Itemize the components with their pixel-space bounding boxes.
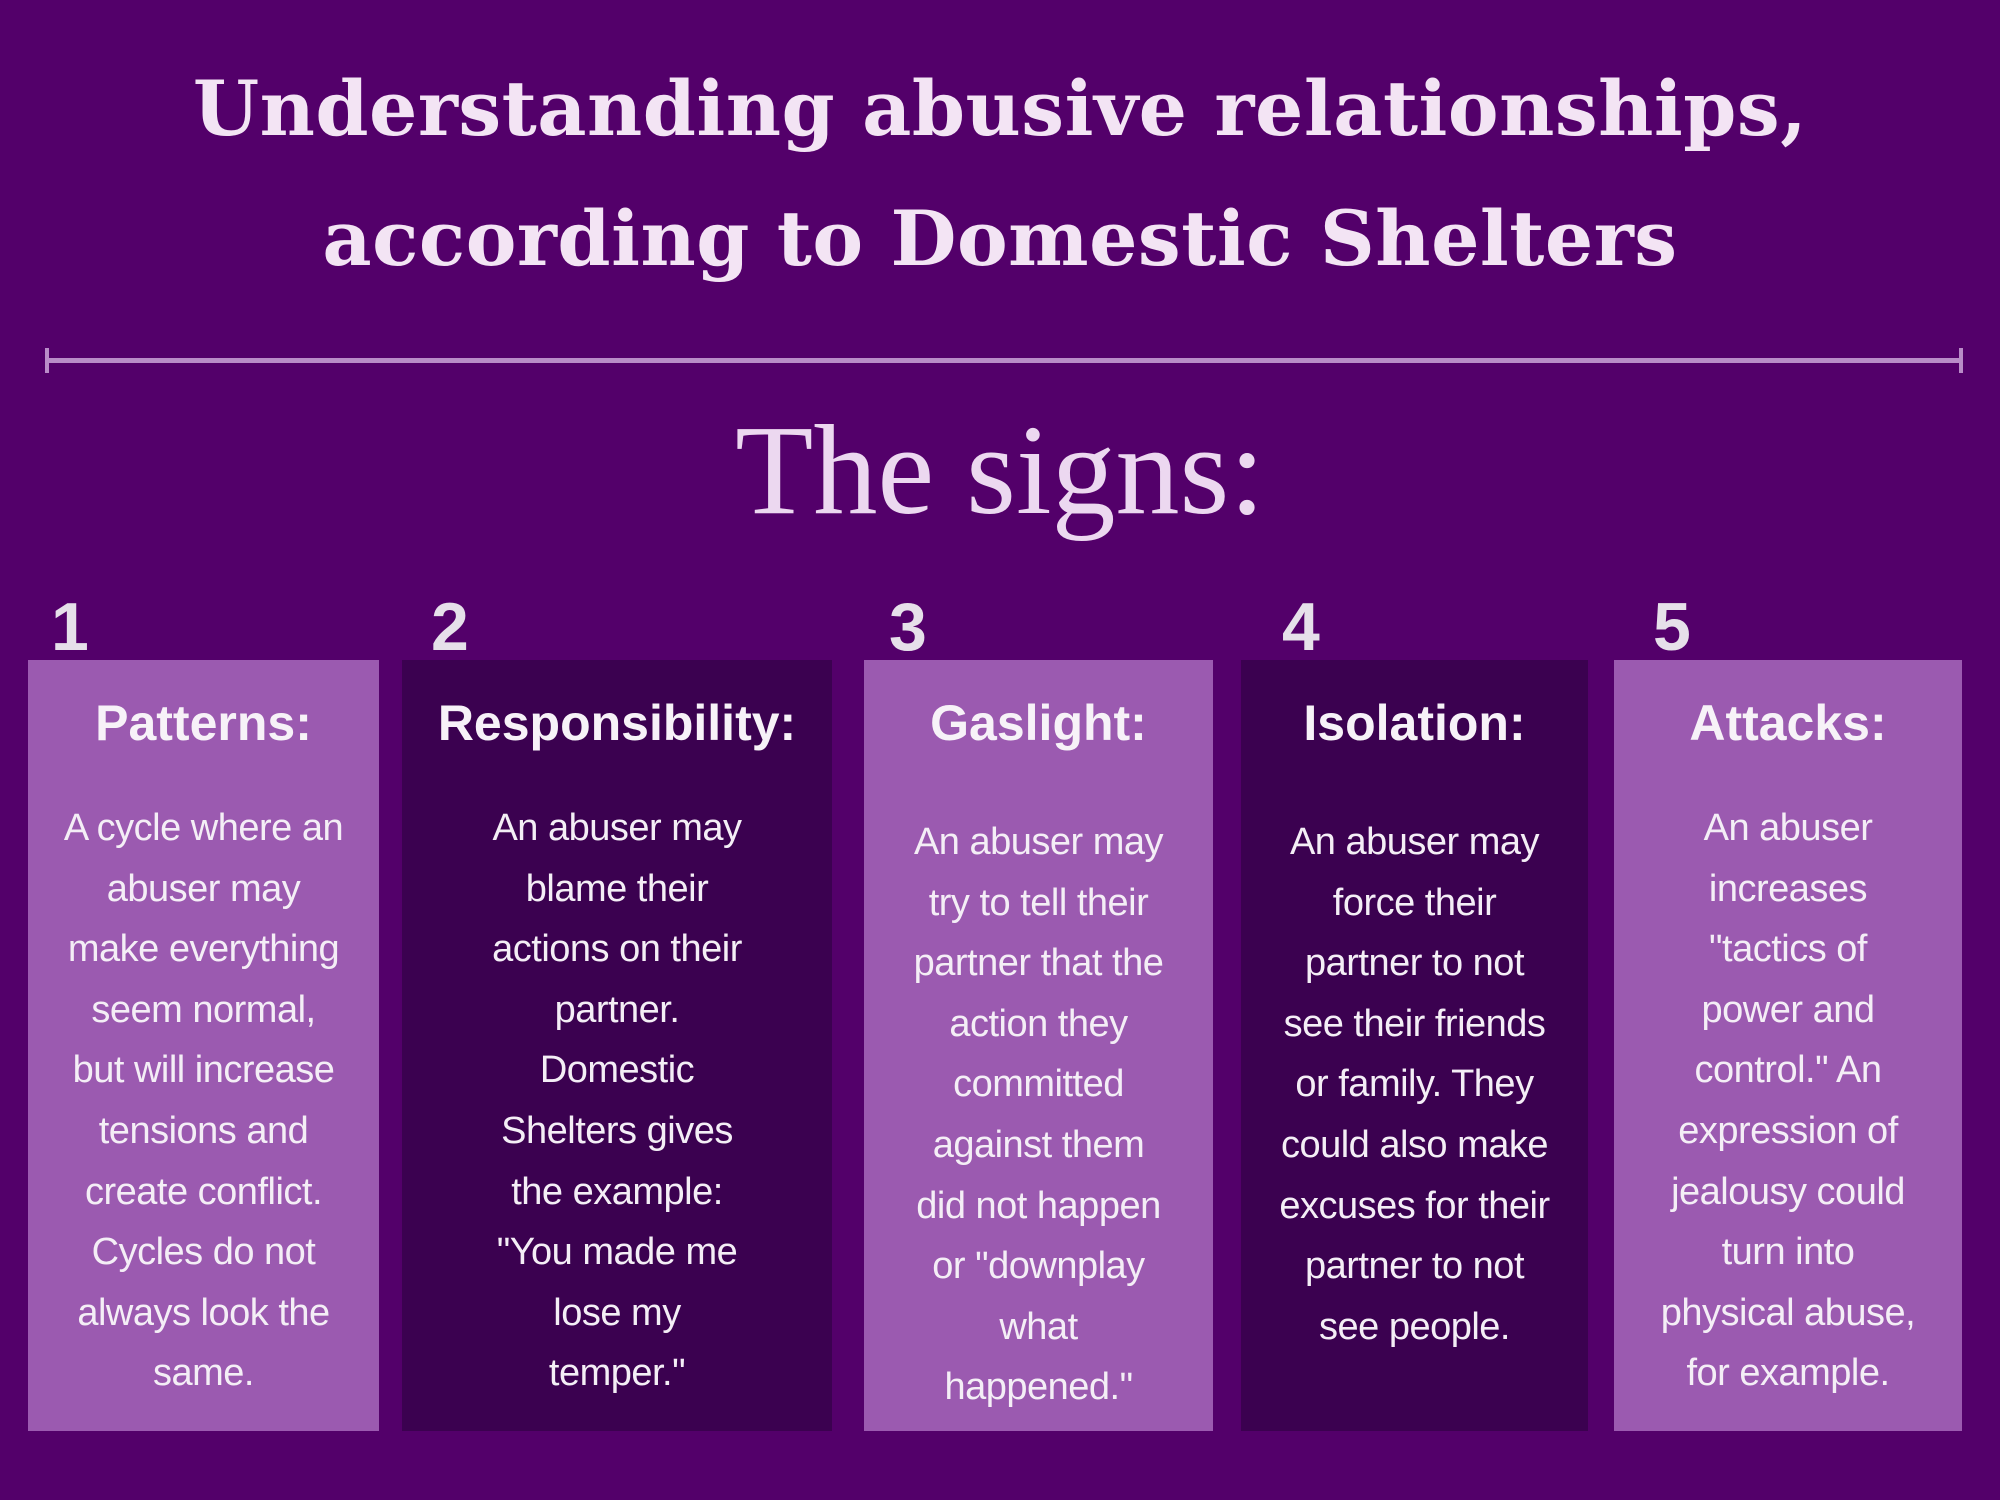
- sign-description: A cycle where an abuser may make everyth…: [63, 807, 344, 1395]
- sign-card-responsibility: Responsibility: An abuser may blame thei…: [402, 660, 832, 1431]
- sign-heading: Isolation:: [1303, 695, 1526, 751]
- sign-description: An abuser may blame their actions on the…: [492, 807, 742, 1395]
- sign-number: 5: [1653, 589, 1691, 665]
- sign-number: 2: [431, 589, 469, 665]
- sign-number: 4: [1282, 589, 1320, 665]
- sign-card-attacks: Attacks: An abuser increases "tactics of…: [1614, 660, 1962, 1431]
- sign-description: An abuser increases "tactics of power an…: [1660, 807, 1916, 1395]
- page-title: Understanding abusive relationships, acc…: [192, 64, 1808, 283]
- sign-heading: Patterns:: [95, 695, 312, 751]
- sign-description: An abuser may try to tell their partner …: [913, 821, 1164, 1409]
- sign-number: 3: [889, 589, 927, 665]
- sign-card-patterns: Patterns: A cycle where an abuser may ma…: [28, 660, 379, 1431]
- sign-heading: Responsibility:: [437, 695, 797, 751]
- sign-number: 1: [51, 589, 89, 665]
- section-heading: The signs:: [735, 399, 1265, 541]
- divider: [45, 348, 1963, 373]
- sign-card-gaslight: Gaslight: An abuser may try to tell thei…: [864, 660, 1213, 1431]
- sign-description: An abuser may force their partner to not…: [1279, 821, 1550, 1348]
- sign-heading: Attacks:: [1689, 695, 1887, 751]
- sign-card-isolation: Isolation: An abuser may force their par…: [1241, 660, 1588, 1431]
- sign-heading: Gaslight:: [930, 695, 1147, 751]
